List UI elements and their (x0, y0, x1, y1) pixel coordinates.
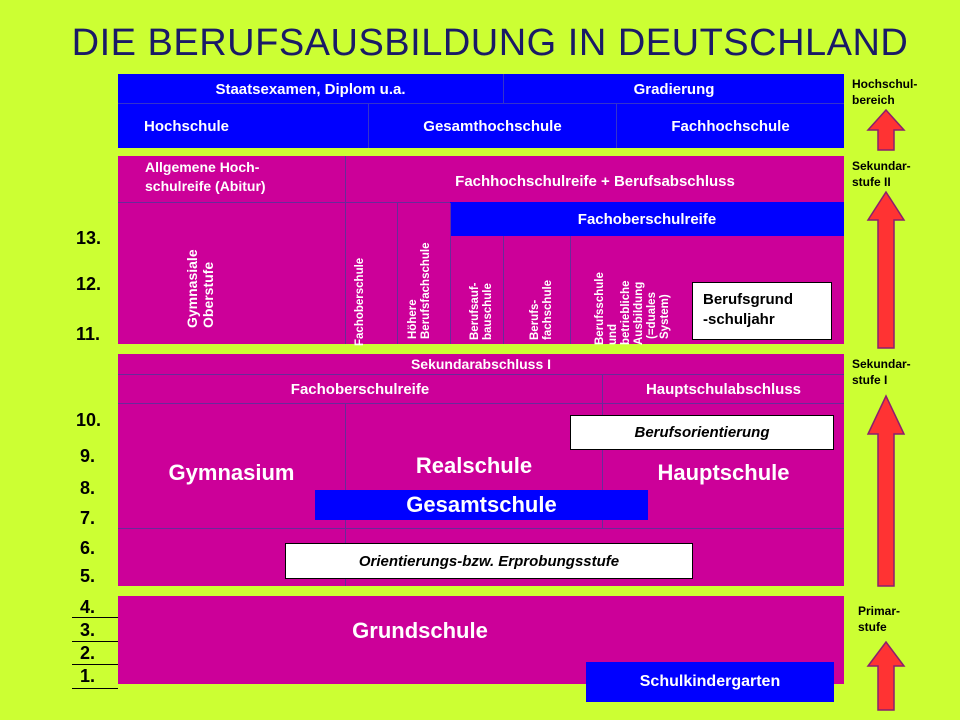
level-primarstufe: Primar- stufe (858, 603, 900, 635)
grade-13: 13. (76, 228, 102, 248)
level-sek2-line-1: Sekundar- (852, 159, 911, 173)
gymnasiale-oberstufe-label: Gymnasiale Oberstufe (184, 218, 216, 328)
level-hochschul-line-1: Hochschul- (852, 77, 918, 91)
grade-line-4 (72, 617, 118, 618)
tertiary-divider-v2 (368, 104, 369, 148)
hoehere-bfs-label: Höhere Berufsfachschule (407, 209, 435, 339)
berufsfachschule-label: Berufs- fachschule (529, 250, 557, 340)
level-hochschulbereich: Hochschul- bereich (852, 76, 917, 108)
grade-5: 5. (80, 566, 96, 586)
grade-8: 8. (80, 478, 96, 498)
fh-reife-label: Fachhochschulreife + Berufsabschluss (455, 172, 735, 190)
bgj-line-1: Berufsgrund (703, 291, 793, 308)
schulkindergarten-bar: Schulkindergarten (586, 662, 834, 702)
realschule-label: Realschule (415, 453, 533, 478)
secondary1-divider-h1 (118, 374, 844, 375)
tertiary-block (118, 74, 844, 148)
arrow-hochschul-icon (866, 108, 906, 151)
col-divider-1 (397, 203, 398, 344)
fachoberschule-label: Fachoberschule (354, 216, 368, 346)
berufsorientierung-box: Berufsorientierung (570, 415, 834, 450)
grade-3: 3. (80, 620, 96, 640)
tertiary-divider-h (118, 103, 844, 104)
level-sek1-line-2: stufe I (852, 373, 888, 387)
arrow-sekundar1-icon (866, 394, 906, 587)
duales-line-4: Ausbildung (633, 281, 645, 345)
grundschule-label: Grundschule (352, 618, 488, 643)
fachoberschulreife-label: Fachoberschulreife (290, 380, 430, 398)
level-hochschul-line-2: bereich (852, 93, 895, 107)
grade-line-2 (72, 664, 118, 665)
duales-line-1: Berufsschule (594, 272, 606, 345)
level-primar-line-2: stufe (858, 620, 887, 634)
gradierung-label: Gradierung (633, 80, 715, 98)
secondary1-divider-h3 (118, 528, 844, 529)
berufsaufbau-line-2: bauschule (482, 283, 494, 340)
grade-11: 11. (76, 324, 101, 344)
bgj-line-2: -schuljahr (703, 311, 775, 328)
level-sekundarstufe-1: Sekundar- stufe I (852, 356, 911, 388)
fachoberschule-line: Fachoberschule (354, 257, 366, 346)
arrow-primar-icon (866, 640, 906, 711)
grade-9: 9. (80, 446, 96, 466)
grade-12: 12. (76, 274, 102, 294)
col-divider-4 (570, 236, 571, 344)
gymnasium-label: Gymnasium (168, 460, 295, 485)
level-sek2-line-2: stufe II (852, 175, 891, 189)
level-sekundarstufe-2: Sekundar- stufe II (852, 158, 911, 190)
gesamthochschule-label: Gesamthochschule (423, 117, 562, 135)
duales-system-label: Berufsschule und betriebliche Ausbildung… (594, 245, 674, 345)
abitur-line-2: schulreife (Abitur) (145, 178, 266, 194)
berufsaufbau-line-1: Berufsauf- (469, 282, 481, 340)
tertiary-divider-v1 (503, 74, 504, 104)
fachhochschule-label: Fachhochschule (671, 117, 790, 135)
berufsfach-line-1: Berufs- (529, 299, 541, 340)
berufsfach-line-2: fachschule (542, 279, 554, 340)
sekundarabschluss-label: Sekundarabschluss I (410, 356, 552, 372)
duales-line-5: (=duales (646, 292, 658, 339)
secondary2-divider-v (345, 156, 346, 344)
gymnasiale-line-2: Oberstufe (200, 261, 216, 328)
staatsexamen-label: Staatsexamen, Diplom u.a. (215, 80, 406, 98)
grade-1: 1. (80, 666, 96, 686)
level-primar-line-1: Primar- (858, 604, 901, 618)
abitur-line-1: Allgemene Hoch- (145, 159, 260, 175)
hoehere-line-2: Berufsfachschule (420, 242, 432, 339)
grade-6: 6. (80, 538, 96, 558)
grade-line-3 (72, 641, 118, 642)
col-divider-3 (503, 236, 504, 344)
berufsaufbauschule-label: Berufsauf- bauschule (469, 250, 497, 340)
gymnasiale-line-1: Gymnasiale (184, 249, 200, 328)
grade-4: 4. (80, 597, 96, 617)
grade-7: 7. (80, 508, 96, 528)
secondary1-divider-h2 (118, 403, 844, 404)
hochschule-label: Hochschule (144, 117, 230, 135)
abitur-label: Allgemene Hoch- schulreife (Abitur) (145, 158, 345, 196)
secondary1-divider-v1 (602, 375, 603, 529)
grade-10: 10. (76, 410, 102, 430)
arrow-sekundar2-icon (866, 190, 906, 349)
hauptschule-label: Hauptschule (657, 460, 790, 485)
tertiary-divider-v3 (616, 104, 617, 148)
orientierungsstufe-box: Orientierungs-bzw. Erprobungsstufe (285, 543, 693, 579)
hauptschulabschluss-label: Hauptschulabschluss (645, 380, 802, 398)
duales-line-2: und (607, 323, 619, 345)
berufsgrundschuljahr-box: Berufsgrund -schuljahr (692, 282, 832, 340)
grade-2: 2. (80, 643, 96, 663)
hoehere-line-1: Höhere (407, 299, 419, 339)
page-title: DIE BERUFSAUSBILDUNG IN DEUTSCHLAND (71, 22, 909, 64)
duales-line-3: betriebliche (620, 280, 632, 345)
duales-line-6: System) (659, 294, 671, 339)
fachoberschulreife-bar: Fachoberschulreife (450, 202, 844, 236)
level-sek1-line-1: Sekundar- (852, 357, 911, 371)
grade-line-1 (72, 688, 118, 689)
gesamtschule-bar: Gesamtschule (315, 490, 648, 520)
col-divider-2 (450, 203, 451, 344)
